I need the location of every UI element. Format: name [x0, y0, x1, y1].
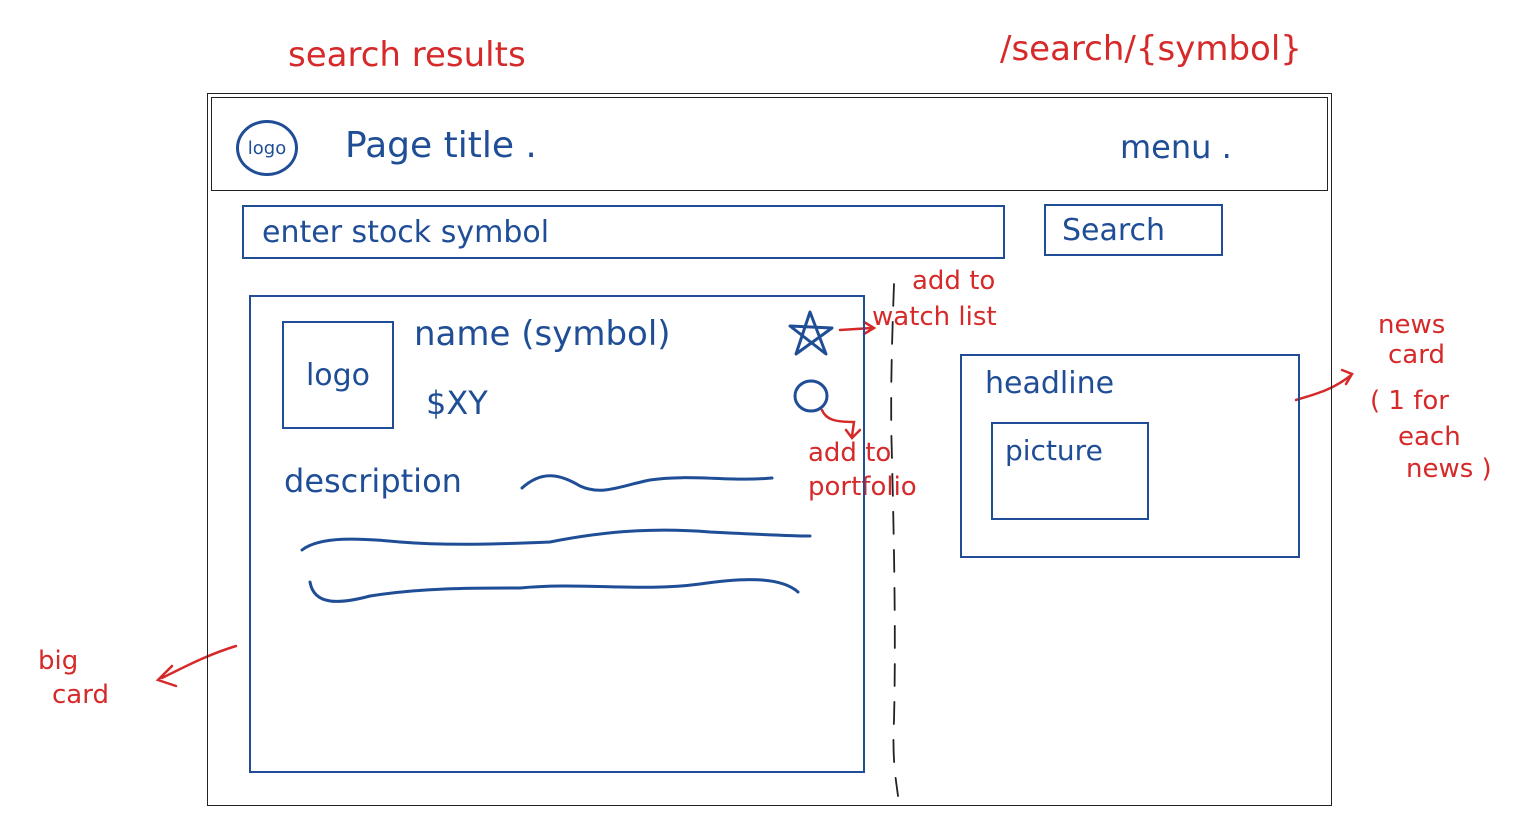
news-annotation-line1: news: [1378, 310, 1446, 340]
portfolio-annotation-line1: add to: [808, 438, 892, 468]
stock-name: name (symbol): [414, 314, 671, 354]
header-bar: [211, 97, 1328, 191]
watchlist-annotation-line1: add to: [912, 266, 996, 296]
news-picture-label: picture: [1005, 434, 1103, 467]
news-arrow: [1294, 368, 1354, 402]
news-annotation-line3: ( 1 for: [1370, 386, 1449, 416]
portfolio-annotation-line2: portfolio: [808, 472, 917, 502]
stock-logo: logo: [282, 321, 394, 429]
news-card[interactable]: [960, 354, 1300, 558]
search-input[interactable]: [242, 205, 1005, 259]
portfolio-arrow: [820, 408, 862, 440]
news-picture: picture: [991, 422, 1149, 520]
route-annotation: /search/{symbol}: [1000, 29, 1302, 69]
bigcard-annotation-line2: card: [52, 680, 109, 710]
page-label-annotation: search results: [288, 35, 526, 75]
news-annotation-line5: news ): [1406, 454, 1492, 484]
site-logo-label: logo: [247, 137, 287, 159]
menu-button[interactable]: menu .: [1120, 128, 1232, 166]
news-annotation-line2: card: [1388, 340, 1445, 370]
description-label: description: [284, 462, 462, 500]
site-logo[interactable]: logo: [236, 120, 298, 176]
big-card: [249, 295, 865, 773]
stock-logo-label: logo: [305, 357, 371, 393]
description-placeholder-lines: [300, 474, 812, 603]
news-annotation-line4: each: [1398, 422, 1461, 452]
news-headline[interactable]: headline: [985, 366, 1115, 401]
circle-icon[interactable]: [792, 378, 830, 414]
bigcard-annotation-line1: big: [38, 646, 79, 676]
star-icon[interactable]: [788, 308, 834, 356]
stock-price: $XY: [426, 384, 488, 422]
page-frame: [207, 93, 1332, 806]
watchlist-arrow: [838, 320, 877, 336]
column-divider: [890, 283, 899, 797]
search-button[interactable]: Search: [1044, 204, 1223, 256]
page-title: Page title .: [345, 125, 537, 166]
bigcard-arrow: [155, 644, 238, 688]
